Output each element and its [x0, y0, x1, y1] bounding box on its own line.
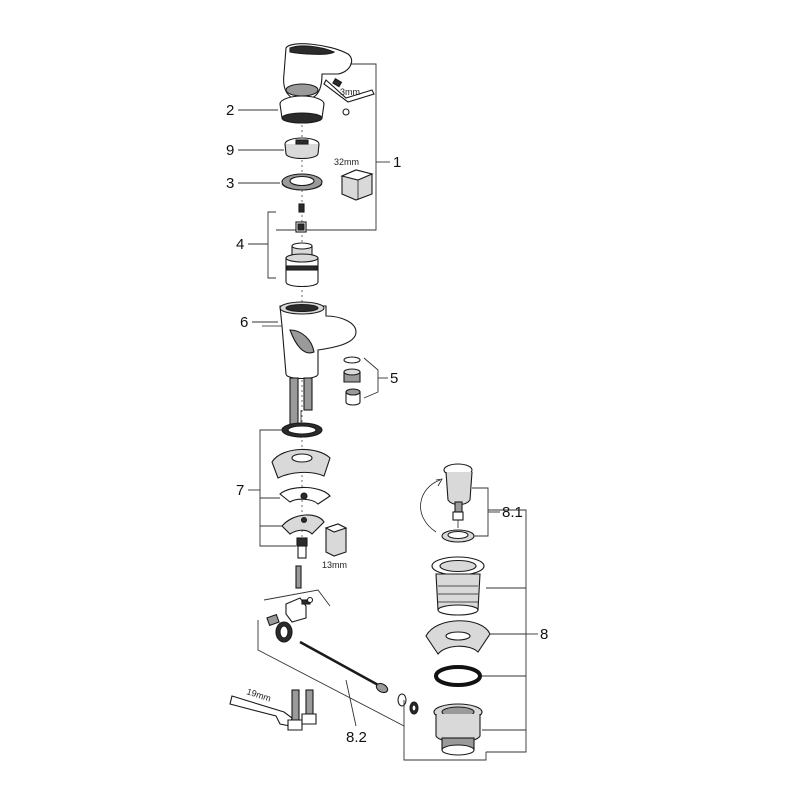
popup-plug	[443, 463, 473, 513]
hose-connectors	[287, 689, 317, 731]
rod-clamp	[285, 596, 314, 623]
cartridge-body	[285, 242, 319, 288]
allen-key-size: 3mm	[340, 87, 360, 97]
faucet-body	[262, 301, 357, 380]
allen-key-icon	[323, 79, 375, 103]
callout-4: 4	[236, 236, 244, 253]
drain-nut	[433, 703, 483, 756]
retaining-ring	[281, 173, 323, 191]
callout-6: 6	[240, 314, 248, 331]
pivot-nut	[275, 621, 293, 643]
rotate-arrow-icon	[420, 478, 443, 533]
callout-2: 2	[226, 102, 234, 119]
callout-9: 9	[226, 142, 234, 159]
callout-5: 5	[390, 370, 398, 387]
pivot-rod	[299, 640, 389, 694]
cartridge-stem	[295, 203, 307, 233]
drain-gasket	[425, 620, 491, 655]
callout-1: 1	[393, 154, 401, 171]
clamp-screw	[266, 613, 280, 627]
plug-seal	[441, 529, 475, 543]
hex-socket-size: 32mm	[334, 157, 359, 167]
drain-body	[435, 573, 481, 616]
callout-8-1: 8.1	[502, 504, 523, 521]
rod-washer	[397, 693, 407, 707]
plug-stem-screw	[452, 511, 464, 528]
lever-handle	[283, 43, 353, 101]
cap-ring	[279, 95, 325, 124]
callout-3: 3	[226, 175, 234, 192]
rod-seal	[409, 701, 419, 715]
callout-8-2: 8.2	[346, 729, 367, 746]
cartridge-nut	[284, 137, 320, 160]
hex-wrench-icon	[324, 523, 348, 557]
threaded-rod	[295, 565, 302, 589]
hex-socket-icon	[340, 169, 374, 201]
drain-oring	[434, 665, 482, 687]
spanner-wrench-icon	[229, 695, 293, 727]
fixing-plate	[281, 514, 325, 535]
callout-8: 8	[540, 626, 548, 643]
horseshoe-washer	[279, 486, 331, 505]
callout-7: 7	[236, 482, 244, 499]
hex-nut-size: 13mm	[322, 560, 347, 570]
mounting-plate	[271, 448, 331, 479]
mounting-gasket	[281, 422, 323, 438]
drain-flange	[431, 556, 485, 576]
fixing-nut	[296, 537, 308, 559]
aerator	[343, 356, 361, 406]
grub-screw	[332, 78, 350, 116]
